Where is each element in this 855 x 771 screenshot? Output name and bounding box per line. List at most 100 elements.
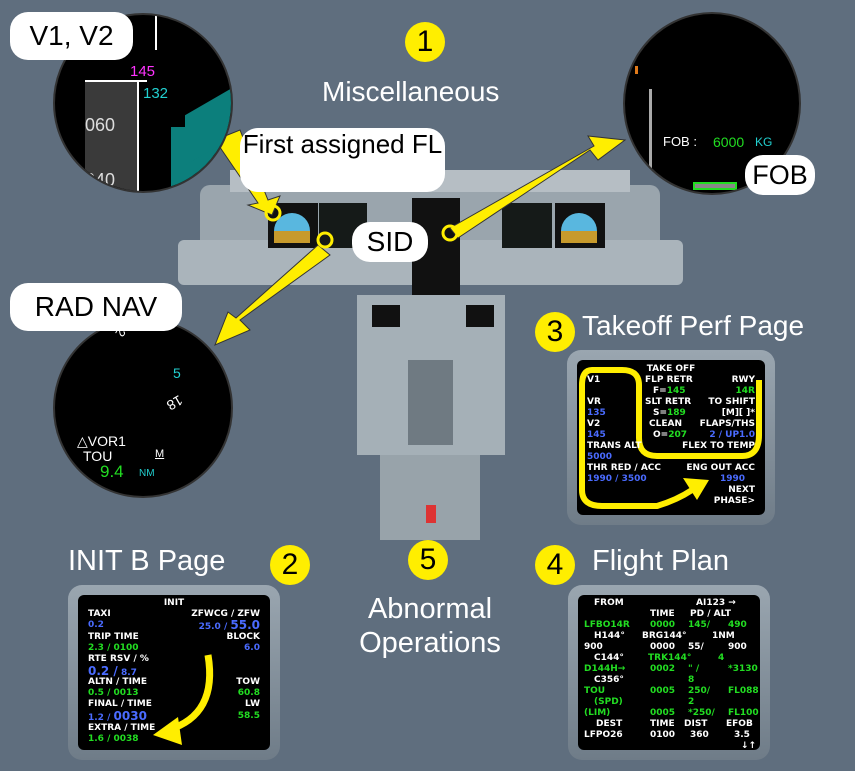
to-vr-val[interactable]: 135: [587, 408, 606, 418]
fp-cell: FL088: [728, 686, 759, 696]
marker-rad-nav: [316, 231, 334, 249]
to-slt-retr: SLT RETR: [645, 397, 692, 407]
fp-cell: 4: [718, 653, 725, 663]
fp-cell: 0005: [650, 708, 676, 718]
to-rwy-val[interactable]: 14R: [735, 386, 755, 396]
arrow-fob: [449, 135, 627, 239]
fp-hdr-time: TIME: [650, 609, 675, 619]
to-trans-alt: TRANS ALT: [587, 441, 642, 451]
fp-leg-row[interactable]: C144°TRK144°4: [578, 653, 760, 664]
init-taxi-val[interactable]: 0.2: [88, 620, 104, 630]
fp-dest-val[interactable]: LFPO26: [584, 730, 623, 740]
fp-cell: (SPD): [594, 697, 623, 707]
to-flaps-ths: FLAPS/THS: [699, 419, 755, 429]
fp-leg-row[interactable]: (LIM) 0005 *250/FL100: [578, 708, 760, 719]
badge-5: 5: [408, 540, 448, 580]
title-init-b: INIT B Page: [68, 545, 226, 577]
fp-cell: BRG144°: [642, 631, 687, 641]
init-block-val[interactable]: 6.0: [244, 643, 260, 653]
to-shift-val[interactable]: [M][ ]*: [721, 408, 755, 418]
fp-cell: D144H→: [584, 664, 626, 674]
tape-040: 040: [85, 170, 116, 190]
fp-cell: 2: [688, 697, 695, 707]
init-zfwcg-val[interactable]: 25.0 /: [198, 622, 228, 632]
fp-leg-row[interactable]: C356°8: [578, 675, 760, 686]
init-final-b[interactable]: 0030: [113, 709, 147, 723]
init-final-a[interactable]: 1.2 /: [88, 713, 111, 723]
to-phase-button[interactable]: PHASE>: [713, 496, 755, 506]
fp-cell: C144°: [594, 653, 624, 663]
to-s-val[interactable]: 189: [667, 408, 686, 418]
to-next[interactable]: NEXT: [728, 485, 755, 495]
marker-v1v2: [264, 204, 282, 222]
to-v1: V1: [587, 375, 601, 385]
fp-leg-row[interactable]: D144H→0002" /*3130: [578, 664, 760, 675]
to-clean: CLEAN: [649, 419, 682, 429]
title-abnormal-line2: Operations: [359, 627, 501, 659]
init-zfw-val[interactable]: 55.0: [230, 618, 260, 632]
init-lw-val: 58.5: [237, 711, 260, 721]
nd-station: TOU: [83, 448, 113, 464]
fp-leg-row[interactable]: (SPD) 2: [578, 697, 760, 708]
fp-efob-val: 3.5: [734, 730, 750, 740]
to-flaps-val[interactable]: 2 / UP1.0: [709, 430, 755, 440]
fp-hdr-pd-alt: PD / ALT: [690, 609, 731, 619]
fp-scroll-icon[interactable]: ↓↑: [740, 741, 756, 751]
to-trans-val[interactable]: 5000: [587, 452, 613, 462]
init-rte-val[interactable]: 0.2 /: [88, 664, 118, 678]
to-title: TAKE OFF: [646, 364, 696, 374]
fp-cell: 145/: [688, 620, 711, 630]
title-takeoff-perf: Takeoff Perf Page: [582, 310, 805, 341]
init-tow-val: 60.8: [237, 688, 260, 698]
init-title: INIT: [163, 598, 185, 608]
v2-speed: 145: [130, 63, 156, 80]
to-o-eq: O=: [653, 430, 669, 440]
label-rad-nav: RAD NAV: [10, 283, 182, 331]
init-trip: TRIP TIME: [88, 632, 139, 642]
init-extra: EXTRA / TIME: [88, 723, 156, 733]
takeoff-highlight-path: [579, 367, 762, 509]
to-o-val[interactable]: 207: [668, 430, 687, 440]
nd-radnav-zoom: 5 18 2 △VOR1 TOU M 9.4 NM: [53, 318, 233, 498]
nd-distance: 9.4: [100, 462, 124, 481]
fp-cell: *250/: [688, 708, 715, 718]
fp-cell: 1NM: [712, 631, 735, 641]
title-flight-plan: Flight Plan: [592, 545, 730, 577]
fp-leg-row[interactable]: H144°BRG144°1NM: [578, 631, 760, 642]
fp-cell: 250/: [688, 686, 711, 696]
init-rte-pct[interactable]: 8.7: [120, 668, 137, 678]
init-highlight-arrow: [153, 654, 214, 745]
fp-dist: DIST: [684, 719, 708, 729]
fp-cell: FL100: [728, 708, 759, 718]
fp-time-val: 0100: [650, 730, 676, 740]
label-fob: FOB: [745, 155, 815, 195]
nd-distance-unit: NM: [139, 468, 155, 479]
nd-vor1: △VOR1: [77, 433, 126, 449]
fp-cell: 0000: [650, 642, 676, 652]
v1-speed: 132: [143, 85, 169, 102]
to-shift: TO SHIFT: [708, 397, 755, 407]
to-thr-red: THR RED / ACC: [587, 463, 662, 473]
to-f-val[interactable]: 145: [666, 386, 686, 396]
nd-heading-5: 5: [173, 365, 181, 381]
badge-2: 2: [270, 545, 310, 585]
to-eng-val[interactable]: 1990: [719, 474, 745, 484]
to-rwy: RWY: [731, 375, 755, 385]
to-thr-val[interactable]: 1990 / 3500: [587, 474, 647, 484]
to-v2-val[interactable]: 145: [587, 430, 606, 440]
fp-cell: (LIM): [584, 708, 611, 718]
init-altn: ALTN / TIME: [88, 677, 148, 687]
label-v1v2: V1, V2: [10, 12, 133, 60]
init-zfw: ZFWCG / ZFW: [191, 609, 260, 619]
tape-060: 060: [85, 115, 116, 135]
fob-label: FOB :: [663, 134, 697, 149]
fob-unit: KG: [755, 135, 773, 149]
fp-cell: 0005: [650, 686, 676, 696]
init-lw: LW: [245, 699, 260, 709]
